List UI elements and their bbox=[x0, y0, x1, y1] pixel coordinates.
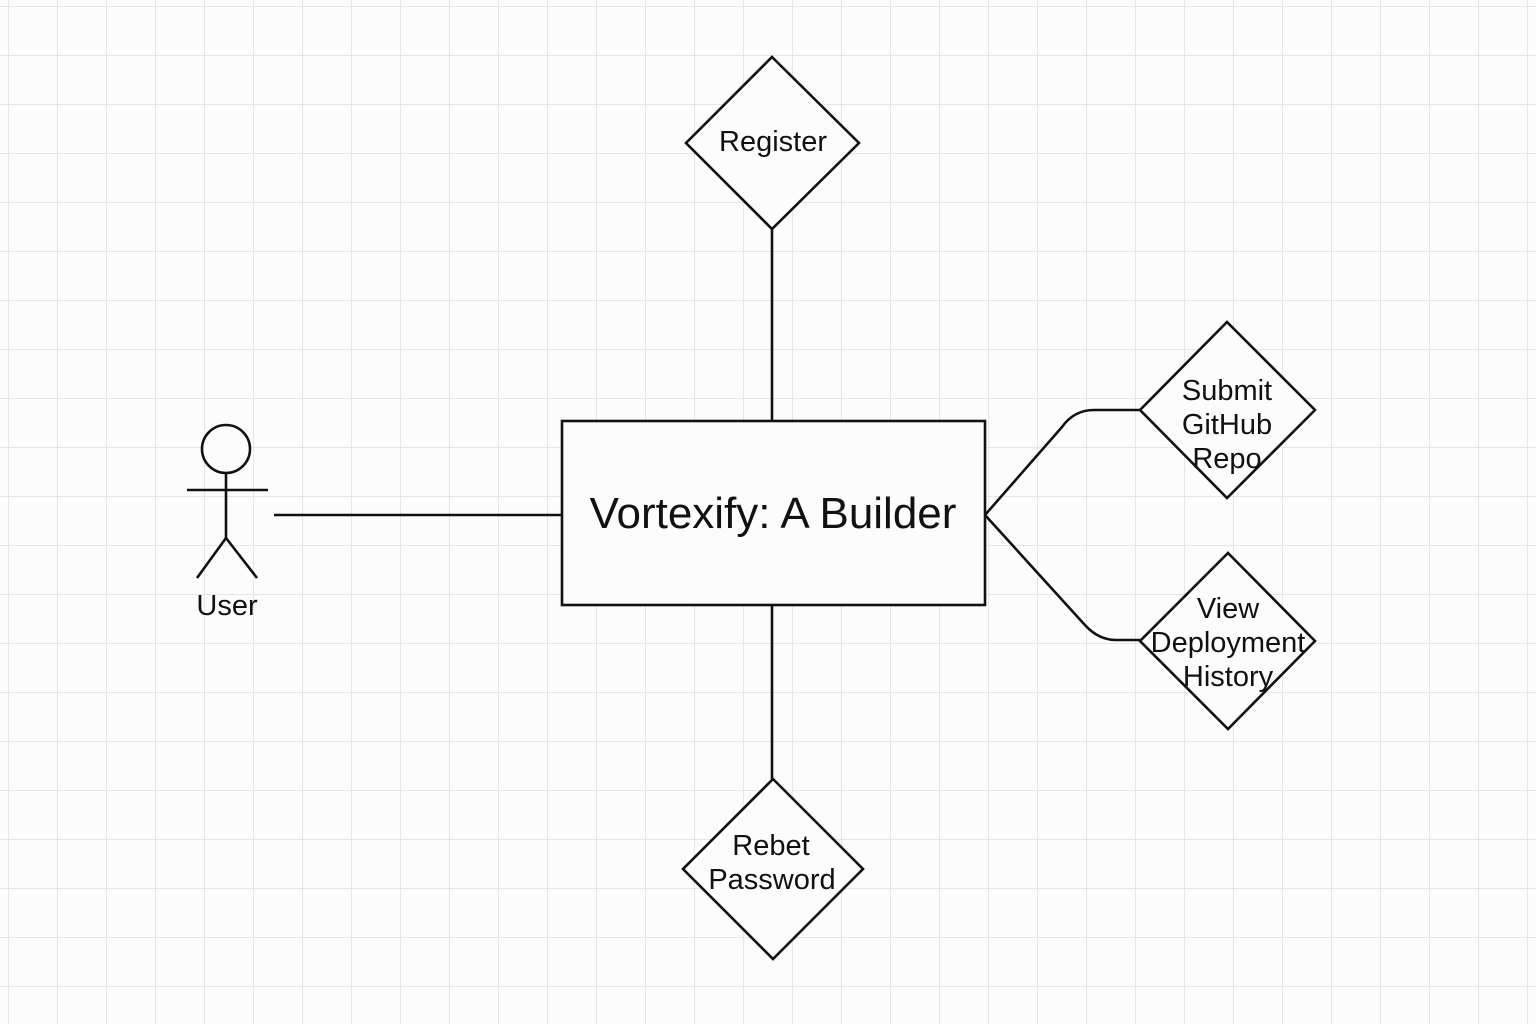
use-case-submit-repo-line-3: Repo bbox=[1192, 443, 1261, 475]
stick-figure-icon bbox=[187, 423, 268, 579]
use-case-reset-password-line-1: Rebet bbox=[732, 830, 809, 862]
use-case-reset-password[interactable]: Rebet Password bbox=[681, 777, 865, 961]
use-case-register[interactable]: Register bbox=[684, 55, 861, 231]
use-case-view-history-line-2: Deployment bbox=[1151, 627, 1306, 659]
use-case-submit-repo-line-1: Submit bbox=[1182, 375, 1272, 407]
use-case-view-history-line-1: View bbox=[1197, 593, 1260, 625]
system-box[interactable]: Vortexify: A Builder bbox=[560, 419, 987, 607]
use-case-submit-repo[interactable]: Submit GitHub Repo bbox=[1138, 320, 1317, 500]
use-case-register-label: Register bbox=[719, 126, 827, 158]
connector-submit-repo bbox=[984, 408, 1140, 516]
use-case-view-history-line-3: History bbox=[1183, 661, 1274, 693]
use-case-reset-password-line-2: Password bbox=[708, 864, 835, 896]
actor-label: User bbox=[196, 590, 258, 622]
actor-user[interactable]: User bbox=[187, 423, 268, 622]
use-case-submit-repo-line-2: GitHub bbox=[1182, 409, 1272, 441]
use-case-view-history[interactable]: View Deployment History bbox=[1138, 551, 1317, 731]
system-label: Vortexify: A Builder bbox=[590, 489, 957, 538]
connector-view-history bbox=[984, 514, 1140, 642]
